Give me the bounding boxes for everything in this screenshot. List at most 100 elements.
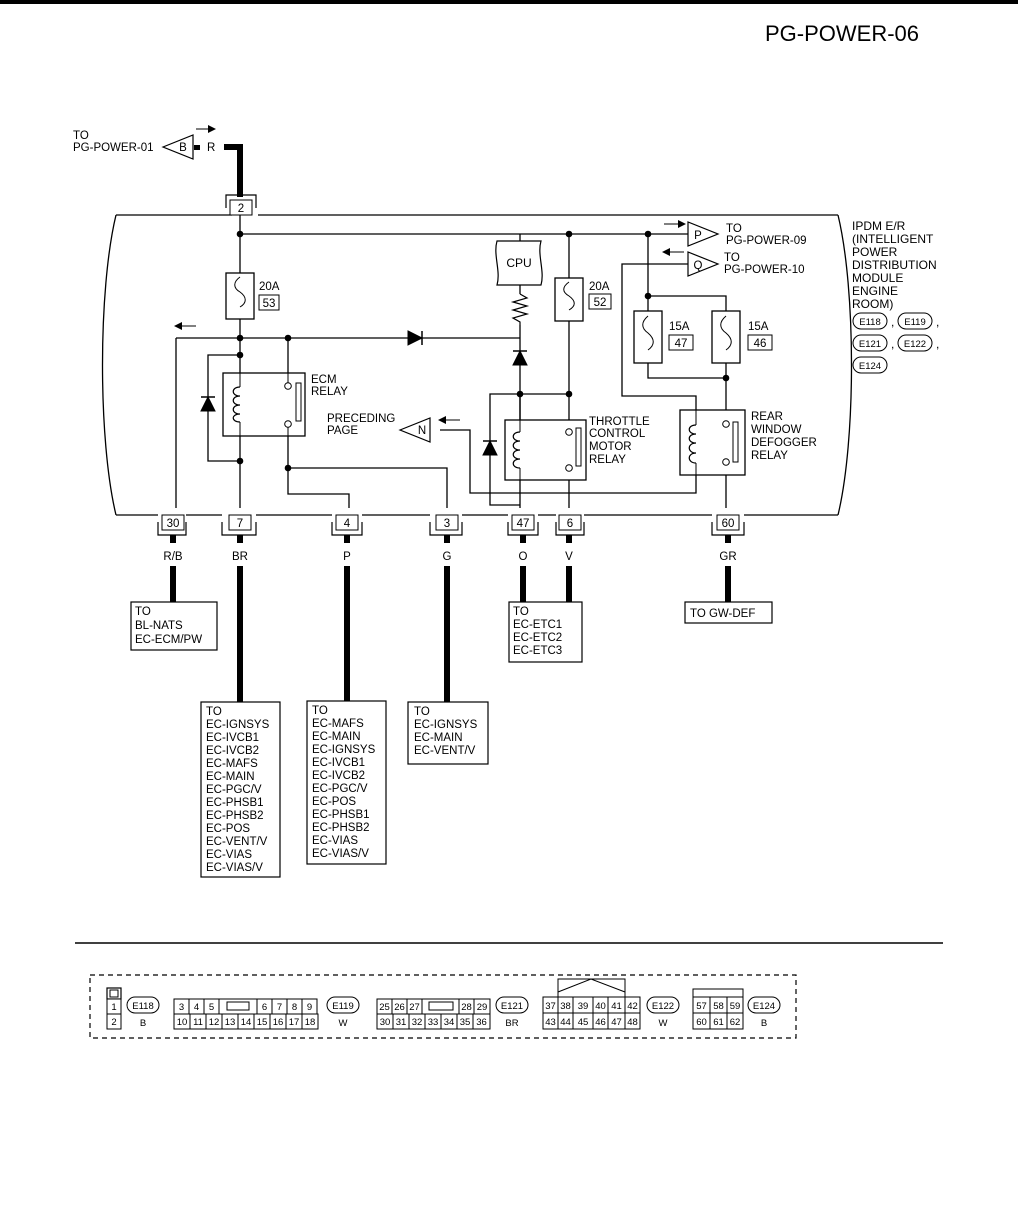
svg-text:PRECEDING: PRECEDING bbox=[327, 413, 395, 425]
svg-text:46: 46 bbox=[754, 338, 767, 350]
dest-ec-ignsys-list-1: TO EC-IGNSYS EC-IVCB1 EC-IVCB2 EC-MAFS E… bbox=[200, 701, 281, 878]
svg-text:P: P bbox=[694, 230, 702, 242]
svg-text:TO: TO bbox=[135, 606, 151, 618]
dest-ec-mafs-list: TO EC-MAFS EC-MAIN EC-IGNSYS EC-IVCB1 EC… bbox=[306, 700, 387, 865]
svg-text:EC-PHSB2: EC-PHSB2 bbox=[312, 822, 370, 834]
svg-text:W: W bbox=[339, 1018, 348, 1029]
connector-e122: 37 38 39 40 41 42 43 44 45 46 47 48 E122… bbox=[542, 978, 680, 1030]
svg-text:ENGINE: ENGINE bbox=[852, 284, 898, 298]
svg-text:16: 16 bbox=[273, 1017, 284, 1028]
svg-text:41: 41 bbox=[611, 1001, 622, 1012]
fuse-53: 20A 53 bbox=[225, 272, 280, 320]
svg-text:12: 12 bbox=[209, 1017, 220, 1028]
svg-text:W: W bbox=[659, 1018, 668, 1029]
svg-text:EC-ETC2: EC-ETC2 bbox=[513, 632, 562, 644]
pin-30: 30 R/B bbox=[157, 514, 187, 602]
fuse-47: 15A 47 bbox=[633, 310, 694, 364]
svg-text:EC-VIAS/V: EC-VIAS/V bbox=[206, 862, 263, 874]
svg-text:53: 53 bbox=[263, 298, 276, 310]
svg-text:20A: 20A bbox=[259, 281, 280, 293]
pin-6: 6 V bbox=[555, 514, 585, 602]
svg-text:E121: E121 bbox=[859, 339, 881, 350]
preceding-page-link: PRECEDING PAGE N bbox=[327, 413, 431, 443]
svg-text:EC-ETC1: EC-ETC1 bbox=[513, 619, 562, 631]
svg-text:59: 59 bbox=[730, 1001, 741, 1012]
svg-text:TO: TO bbox=[312, 705, 328, 717]
svg-text:Q: Q bbox=[694, 260, 703, 272]
svg-text:R/B: R/B bbox=[163, 551, 183, 563]
svg-text:EC-MAIN: EC-MAIN bbox=[312, 731, 361, 743]
svg-text:8: 8 bbox=[292, 1002, 297, 1013]
svg-text:62: 62 bbox=[730, 1017, 741, 1028]
svg-text:CONTROL: CONTROL bbox=[589, 428, 646, 440]
svg-text:MODULE: MODULE bbox=[852, 271, 903, 285]
svg-text:,: , bbox=[936, 315, 939, 329]
svg-text:47: 47 bbox=[517, 518, 530, 530]
svg-text:TO: TO bbox=[724, 252, 740, 264]
svg-text:P: P bbox=[343, 551, 351, 563]
svg-text:39: 39 bbox=[578, 1001, 589, 1012]
svg-text:7: 7 bbox=[237, 518, 243, 530]
svg-text:E124: E124 bbox=[859, 361, 881, 372]
flow-arrows bbox=[174, 220, 686, 424]
pin-60: 60 GR bbox=[711, 514, 745, 602]
svg-text:,: , bbox=[891, 337, 894, 351]
pin-47: 47 O bbox=[507, 514, 539, 602]
svg-text:6: 6 bbox=[567, 518, 573, 530]
svg-text:O: O bbox=[519, 551, 528, 563]
svg-text:9: 9 bbox=[307, 1002, 312, 1013]
svg-text:THROTTLE: THROTTLE bbox=[589, 416, 650, 428]
svg-text:43: 43 bbox=[545, 1017, 556, 1028]
svg-text:EC-PGC/V: EC-PGC/V bbox=[206, 784, 262, 796]
svg-text:TO: TO bbox=[73, 130, 89, 142]
svg-text:E118: E118 bbox=[859, 317, 880, 328]
svg-text:EC-IGNSYS: EC-IGNSYS bbox=[206, 719, 270, 731]
svg-text:26: 26 bbox=[394, 1002, 405, 1013]
svg-text:E122: E122 bbox=[904, 339, 926, 350]
svg-text:PG-POWER-09: PG-POWER-09 bbox=[726, 235, 807, 247]
svg-text:14: 14 bbox=[241, 1017, 252, 1028]
svg-text:MOTOR: MOTOR bbox=[589, 441, 632, 453]
svg-text:EC-PHSB1: EC-PHSB1 bbox=[312, 809, 370, 821]
svg-text:5: 5 bbox=[209, 1002, 214, 1013]
svg-text:44: 44 bbox=[560, 1017, 571, 1028]
svg-text:17: 17 bbox=[289, 1017, 300, 1028]
svg-text:7: 7 bbox=[277, 1002, 282, 1013]
svg-text:29: 29 bbox=[477, 1002, 488, 1013]
svg-text:REAR: REAR bbox=[751, 411, 783, 423]
svg-text:R: R bbox=[207, 142, 215, 154]
svg-text:EC-POS: EC-POS bbox=[206, 823, 250, 835]
diodes bbox=[200, 330, 528, 456]
svg-text:2: 2 bbox=[111, 1017, 116, 1028]
svg-text:27: 27 bbox=[409, 1002, 420, 1013]
svg-text:30: 30 bbox=[167, 518, 180, 530]
svg-text:G: G bbox=[443, 551, 452, 563]
svg-text:52: 52 bbox=[594, 297, 607, 309]
dest-gw-def: TO GW-DEF bbox=[684, 601, 773, 624]
svg-text:EC-IGNSYS: EC-IGNSYS bbox=[414, 719, 478, 731]
internal-wiring bbox=[175, 215, 727, 508]
svg-text:11: 11 bbox=[193, 1017, 203, 1028]
ipdm-module-outline bbox=[101, 214, 853, 516]
svg-text:BL-NATS: BL-NATS bbox=[135, 620, 183, 632]
svg-text:EC-IVCB1: EC-IVCB1 bbox=[206, 732, 259, 744]
svg-text:30: 30 bbox=[380, 1017, 391, 1028]
svg-text:EC-POS: EC-POS bbox=[312, 796, 356, 808]
connector-e119: 3 4 5 6 7 8 9 10 11 12 13 14 15 16 17 18… bbox=[173, 996, 360, 1030]
svg-text:EC-VENT/V: EC-VENT/V bbox=[414, 745, 476, 757]
svg-text:31: 31 bbox=[396, 1017, 407, 1028]
svg-text:EC-IVCB2: EC-IVCB2 bbox=[206, 745, 259, 757]
svg-text:3: 3 bbox=[444, 518, 450, 530]
svg-text:60: 60 bbox=[696, 1017, 707, 1028]
svg-text:IPDM E/R: IPDM E/R bbox=[852, 219, 906, 233]
svg-text:28: 28 bbox=[461, 1002, 472, 1013]
svg-text:TO: TO bbox=[206, 706, 222, 718]
svg-text:6: 6 bbox=[262, 1002, 267, 1013]
svg-text:ROOM): ROOM) bbox=[852, 297, 893, 311]
svg-text:PG-POWER-10: PG-POWER-10 bbox=[724, 264, 805, 276]
dest-bl-nats: TO BL-NATS EC-ECM/PW bbox=[130, 601, 218, 651]
svg-text:BR: BR bbox=[232, 551, 248, 563]
svg-text:20A: 20A bbox=[589, 281, 610, 293]
module-connector-list: E118 , E119 , E121 , E122 , E124 bbox=[852, 312, 939, 374]
svg-text:32: 32 bbox=[412, 1017, 423, 1028]
